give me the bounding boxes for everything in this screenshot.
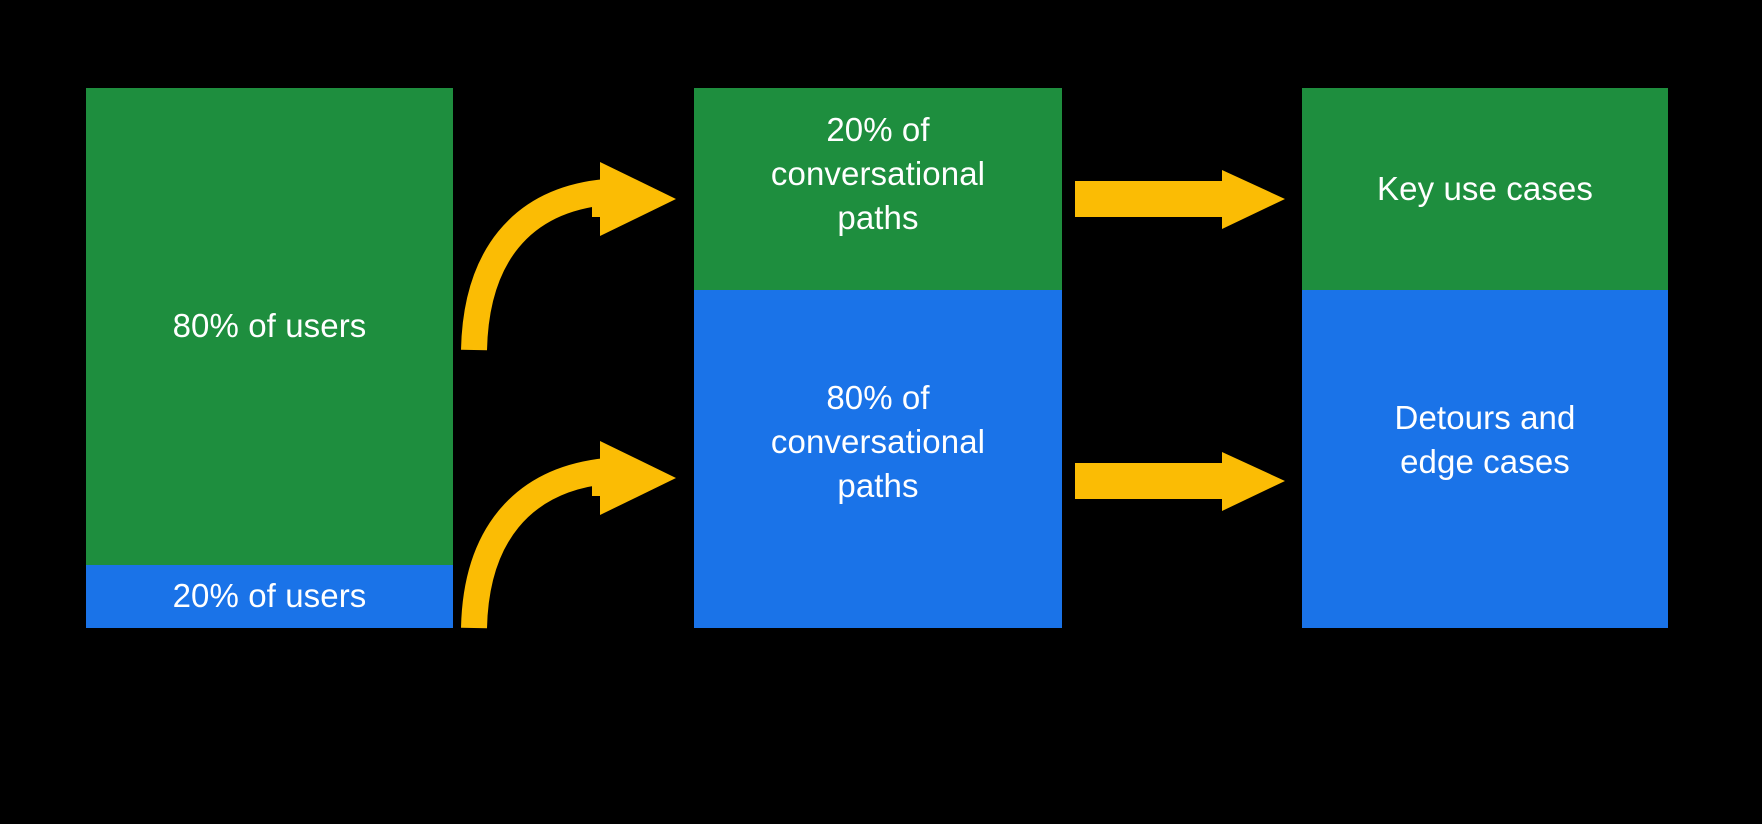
segment-outcome-detours: Detours and edge cases: [1302, 290, 1668, 628]
curved-arrow-up-icon: [461, 162, 676, 351]
segment-paths-minority-label: 20% of conversational paths: [770, 111, 986, 237]
column-users: 80% of users 20% of users: [86, 88, 453, 628]
segment-users-majority-label: 80% of users: [172, 307, 367, 345]
segment-users-minority-label: 20% of users: [172, 577, 367, 615]
straight-arrow-bottom-icon: [1075, 452, 1285, 511]
segment-users-minority: 20% of users: [86, 565, 453, 628]
curved-arrow-down-icon: [461, 441, 676, 629]
segment-outcome-detours-label: Detours and edge cases: [1394, 399, 1576, 481]
column-conversational-paths: 20% of conversational paths 80% of conve…: [694, 88, 1062, 628]
segment-paths-majority: 80% of conversational paths: [694, 290, 1062, 628]
segment-paths-minority: 20% of conversational paths: [694, 88, 1062, 290]
segment-outcome-key-use-cases: Key use cases: [1302, 88, 1668, 290]
segment-outcome-key-use-cases-label: Key use cases: [1377, 169, 1593, 207]
segment-paths-majority-label: 80% of conversational paths: [770, 379, 986, 505]
straight-arrow-top-icon: [1075, 170, 1285, 229]
column-outcomes: Key use cases Detours and edge cases: [1302, 88, 1668, 628]
segment-users-majority: 80% of users: [86, 88, 453, 565]
